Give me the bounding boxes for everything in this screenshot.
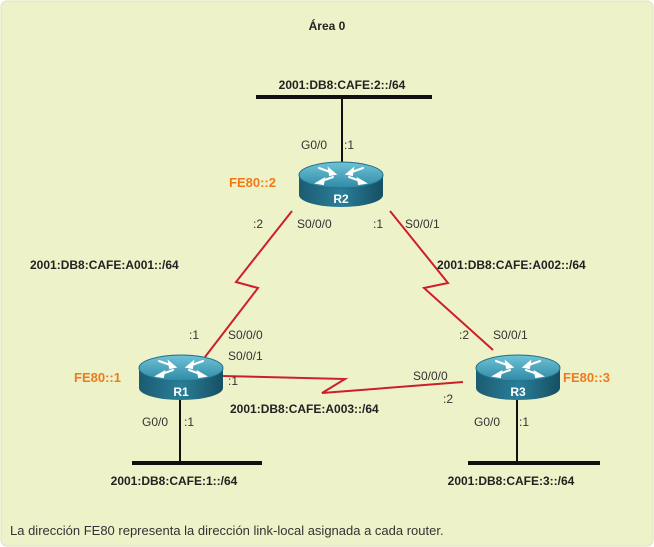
serial-link-r1-r2 (204, 210, 293, 358)
r2-s0-0-0-interface: S0/0/0 (297, 217, 332, 231)
area-title: Área 0 (309, 18, 346, 33)
lan-r3-prefix: 2001:DB8:CAFE:3::/64 (448, 474, 575, 488)
r2-g0-0-interface: G0/0 (301, 138, 327, 152)
r3-s0-0-0-interface: S0/0/0 (413, 369, 448, 383)
r2-g0-0-host: :1 (344, 138, 354, 152)
link-r1-r2-prefix: 2001:DB8:CAFE:A001::/64 (30, 258, 179, 272)
router-r2[interactable]: R2 (298, 161, 384, 208)
r1-s0-0-0-host: :1 (189, 328, 199, 342)
r2-s0-0-1-interface: S0/0/1 (405, 217, 440, 231)
router-r2-name: R2 (333, 192, 349, 206)
r2-s0-0-0-host: :2 (253, 217, 263, 231)
r1-g0-0-interface: G0/0 (142, 415, 168, 429)
lan-r1 (132, 395, 262, 465)
router-r1[interactable]: R1 (138, 354, 224, 401)
r1-link-local: FE80::1 (74, 370, 121, 385)
lan-r1-prefix: 2001:DB8:CAFE:1::/64 (111, 474, 238, 488)
serial-link-r2-r3 (389, 210, 494, 351)
r2-link-local: FE80::2 (229, 175, 276, 190)
router-r1-name: R1 (173, 385, 189, 399)
router-r3-name: R3 (510, 385, 526, 399)
r3-link-local: FE80::3 (563, 370, 610, 385)
diagram-caption: La dirección FE80 representa la direcció… (10, 523, 444, 538)
link-r1-r3-prefix: 2001:DB8:CAFE:A003::/64 (230, 402, 379, 416)
r3-g0-0-interface: G0/0 (474, 415, 500, 429)
r3-s0-0-0-host: :2 (443, 392, 453, 406)
r3-g0-0-host: :1 (519, 415, 529, 429)
r1-g0-0-host: :1 (184, 415, 194, 429)
r2-s0-0-1-host: :1 (373, 217, 383, 231)
serial-link-r1-r3 (221, 375, 464, 394)
router-r3[interactable]: R3 (475, 354, 561, 401)
r1-s0-0-1-host: :1 (228, 374, 238, 388)
r3-s0-0-1-host: :2 (459, 328, 469, 342)
r1-s0-0-1-interface: S0/0/1 (228, 349, 263, 363)
lan-r3 (468, 395, 600, 465)
r1-s0-0-0-interface: S0/0/0 (228, 328, 263, 342)
lan-r2 (256, 95, 432, 165)
lan-r2-prefix: 2001:DB8:CAFE:2::/64 (279, 78, 406, 92)
r3-s0-0-1-interface: S0/0/1 (493, 328, 528, 342)
link-r2-r3-prefix: 2001:DB8:CAFE:A002::/64 (437, 258, 586, 272)
